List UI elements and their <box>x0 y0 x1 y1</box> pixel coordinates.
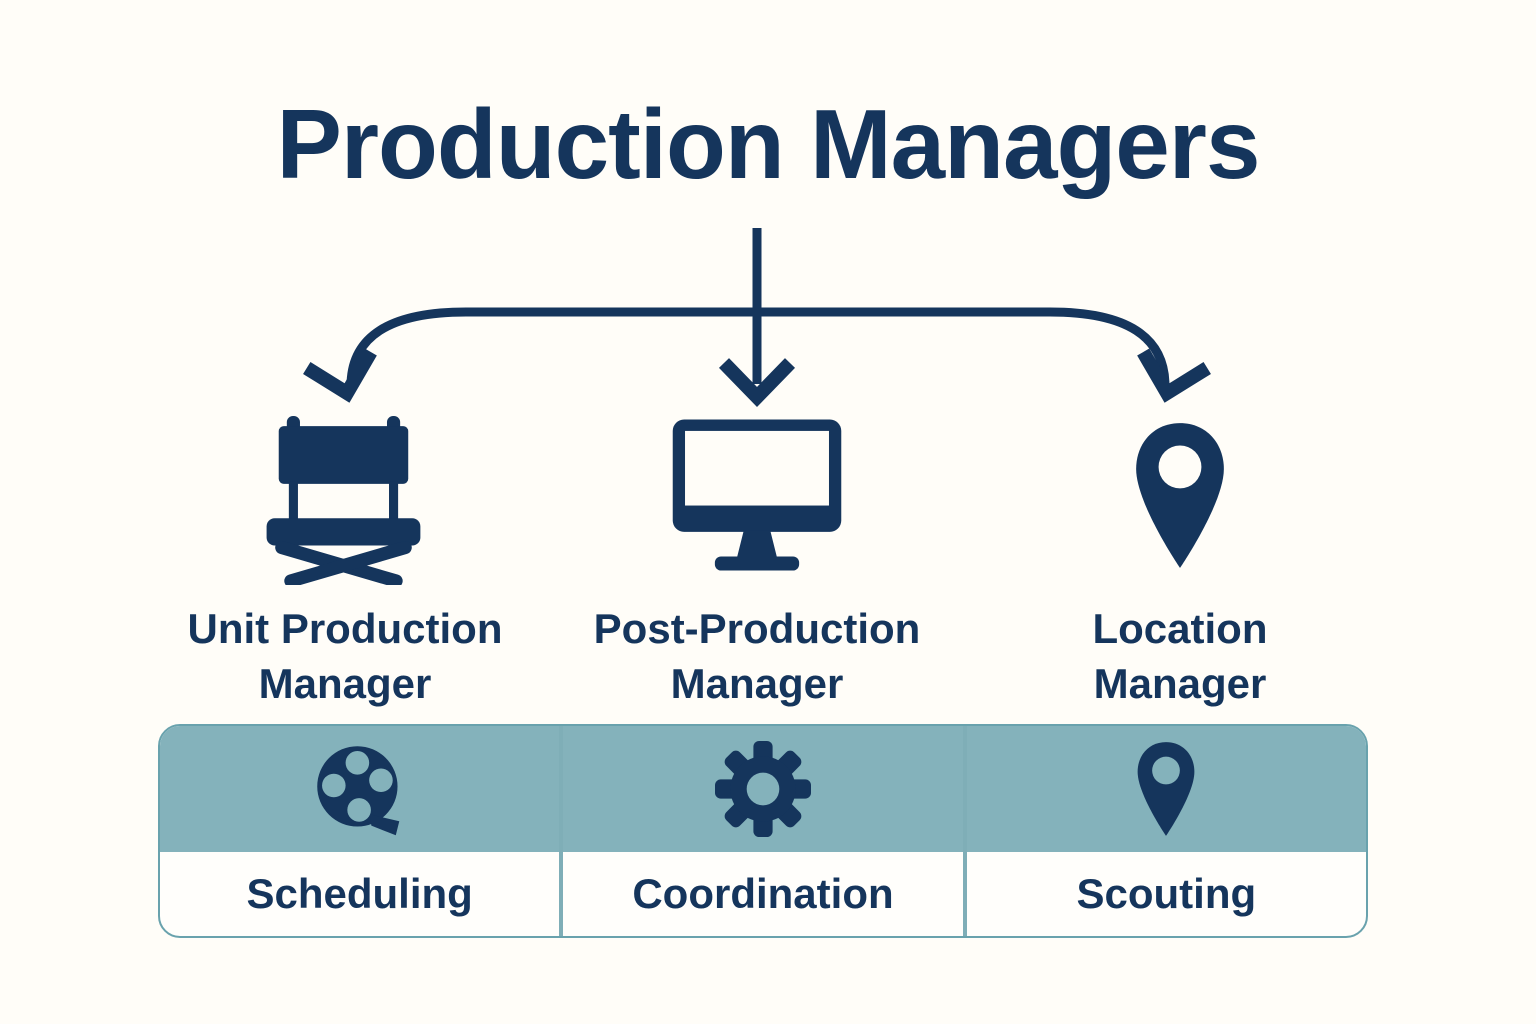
map-pin-icon <box>1137 742 1195 836</box>
responsibility-label: Coordination <box>632 870 894 917</box>
map-pin-icon <box>1129 418 1231 578</box>
branch-label-line: Post-Production <box>593 605 921 652</box>
responsibility-column-scouting: Scouting <box>962 726 1366 936</box>
desktop-monitor-icon <box>669 416 845 579</box>
branch-label-line: Unit Production <box>187 605 503 652</box>
responsibilities-table: Scheduling <box>158 724 1368 938</box>
page-title: Production Managers <box>276 89 1261 199</box>
responsibility-header-cell <box>563 726 963 852</box>
film-reel-icon <box>316 746 399 836</box>
branch-label-unit-production-manager: Unit Production Manager <box>135 602 555 711</box>
branch-label-location-manager: Location Manager <box>970 602 1390 711</box>
directors-chair-icon <box>266 413 424 590</box>
responsibility-header-cell <box>160 726 560 852</box>
branch-label-line: Location <box>1092 605 1268 652</box>
responsibility-column-scheduling: Scheduling <box>160 726 560 936</box>
responsibility-label: Scouting <box>1076 870 1257 917</box>
branch-label-line: Manager <box>1093 659 1267 707</box>
branch-label-line: Manager <box>258 659 432 707</box>
responsibility-header-cell <box>966 726 1366 852</box>
branch-label-line: Manager <box>670 659 844 707</box>
responsibility-label: Scheduling <box>246 870 473 917</box>
gear-icon <box>714 741 811 837</box>
responsibility-column-coordination: Coordination <box>559 726 963 936</box>
branch-label-post-production-manager: Post-Production Manager <box>547 602 967 711</box>
